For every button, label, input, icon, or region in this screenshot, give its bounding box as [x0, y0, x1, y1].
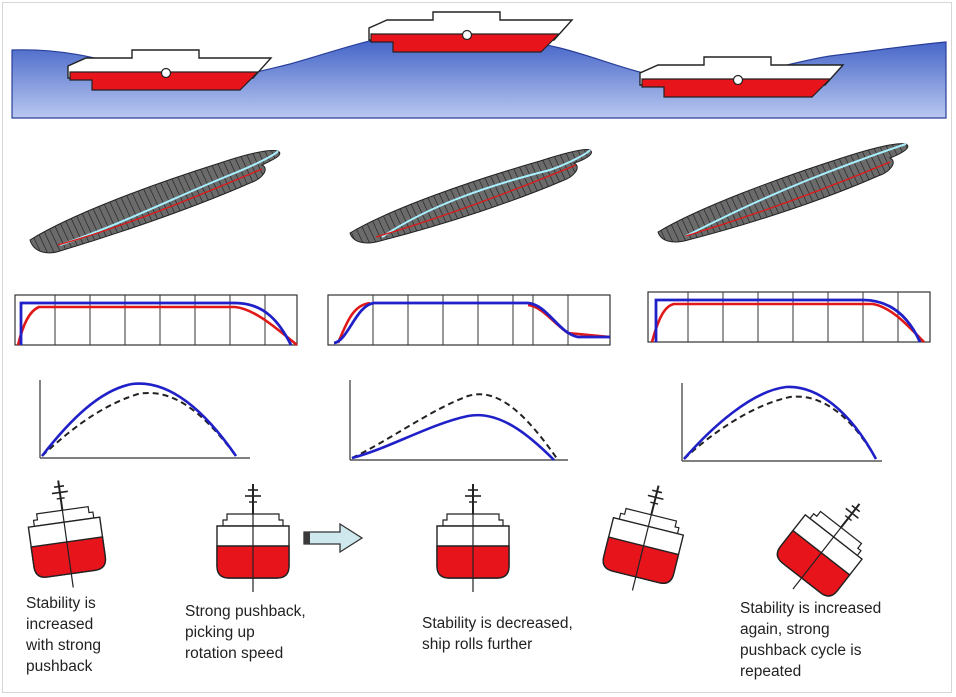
hull-mesh-icon	[657, 143, 909, 243]
stability-curve-2	[349, 380, 568, 461]
ship-cross-section-icon	[216, 483, 290, 593]
response-plot-1	[14, 294, 298, 347]
ship-profile-icon	[67, 49, 272, 91]
right-arrow-icon	[303, 522, 364, 554]
ship-cross-section-icon	[21, 474, 110, 594]
hull-mesh-icon	[29, 150, 281, 254]
caption-stability-increased-again: Stability is increased again, strong pus…	[740, 600, 882, 680]
ship-cross-section-icon	[596, 475, 695, 601]
caption-stability-decreased: Stability is decreased, ship rolls furth…	[422, 615, 573, 653]
hull-mesh-icon	[349, 149, 592, 244]
stability-curve-1	[39, 380, 250, 459]
caption-strong-pushback: Strong pushback, picking up rotation spe…	[185, 603, 306, 662]
caption-stability-increased: Stability is increased with strong pushb…	[26, 595, 101, 675]
response-plot-2	[327, 294, 611, 346]
response-plot-3	[647, 291, 931, 343]
stability-curve-3	[681, 383, 882, 462]
ship-cross-section-icon	[436, 483, 510, 593]
ship-cross-section-icon	[763, 480, 889, 613]
ship-profile-icon	[368, 11, 573, 53]
